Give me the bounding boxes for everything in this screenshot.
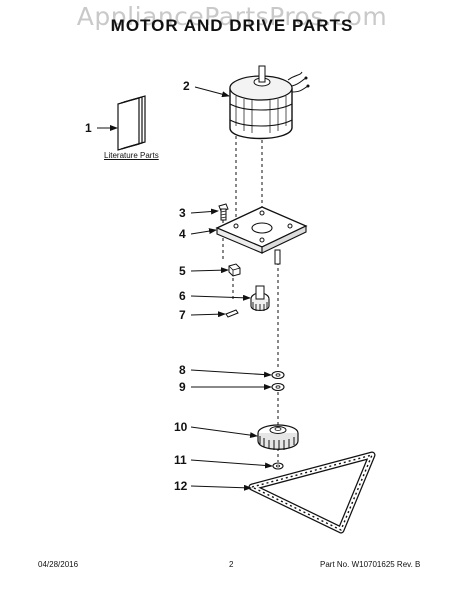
washer-part-8 <box>271 370 285 380</box>
footer-part-number: Part No. W10701625 Rev. B <box>320 560 421 569</box>
callout-9: 9 <box>179 380 186 394</box>
pin-part <box>225 309 239 318</box>
callout-3: 3 <box>179 206 186 220</box>
sprocket-part <box>257 424 299 450</box>
drive-chain-part <box>248 451 376 534</box>
drive-gear-part <box>250 285 270 312</box>
callout-1: 1 <box>85 121 92 135</box>
callout-2: 2 <box>183 79 190 93</box>
callout-4: 4 <box>179 227 186 241</box>
callout-5: 5 <box>179 264 186 278</box>
page-title: MOTOR AND DRIVE PARTS <box>110 16 354 35</box>
literature-parts-label: Literature Parts <box>104 151 159 160</box>
washer-part-9 <box>271 382 285 392</box>
callout-6: 6 <box>179 289 186 303</box>
mounting-plate-part <box>215 206 308 265</box>
footer-date: 04/28/2016 <box>38 560 79 569</box>
bolt-part <box>218 203 229 221</box>
motor-part <box>229 65 310 140</box>
callout-11: 11 <box>174 453 187 467</box>
washer-part-11 <box>272 462 284 470</box>
leader-lines <box>97 86 273 491</box>
literature-booklet-part <box>117 95 146 151</box>
nut-part <box>228 263 241 277</box>
callout-8: 8 <box>179 363 186 377</box>
callout-10: 10 <box>174 420 188 434</box>
footer-page-number: 2 <box>229 560 234 569</box>
callout-12: 12 <box>174 479 188 493</box>
watermark: AppliancePartsPros.com <box>76 2 388 31</box>
callout-7: 7 <box>179 308 186 322</box>
